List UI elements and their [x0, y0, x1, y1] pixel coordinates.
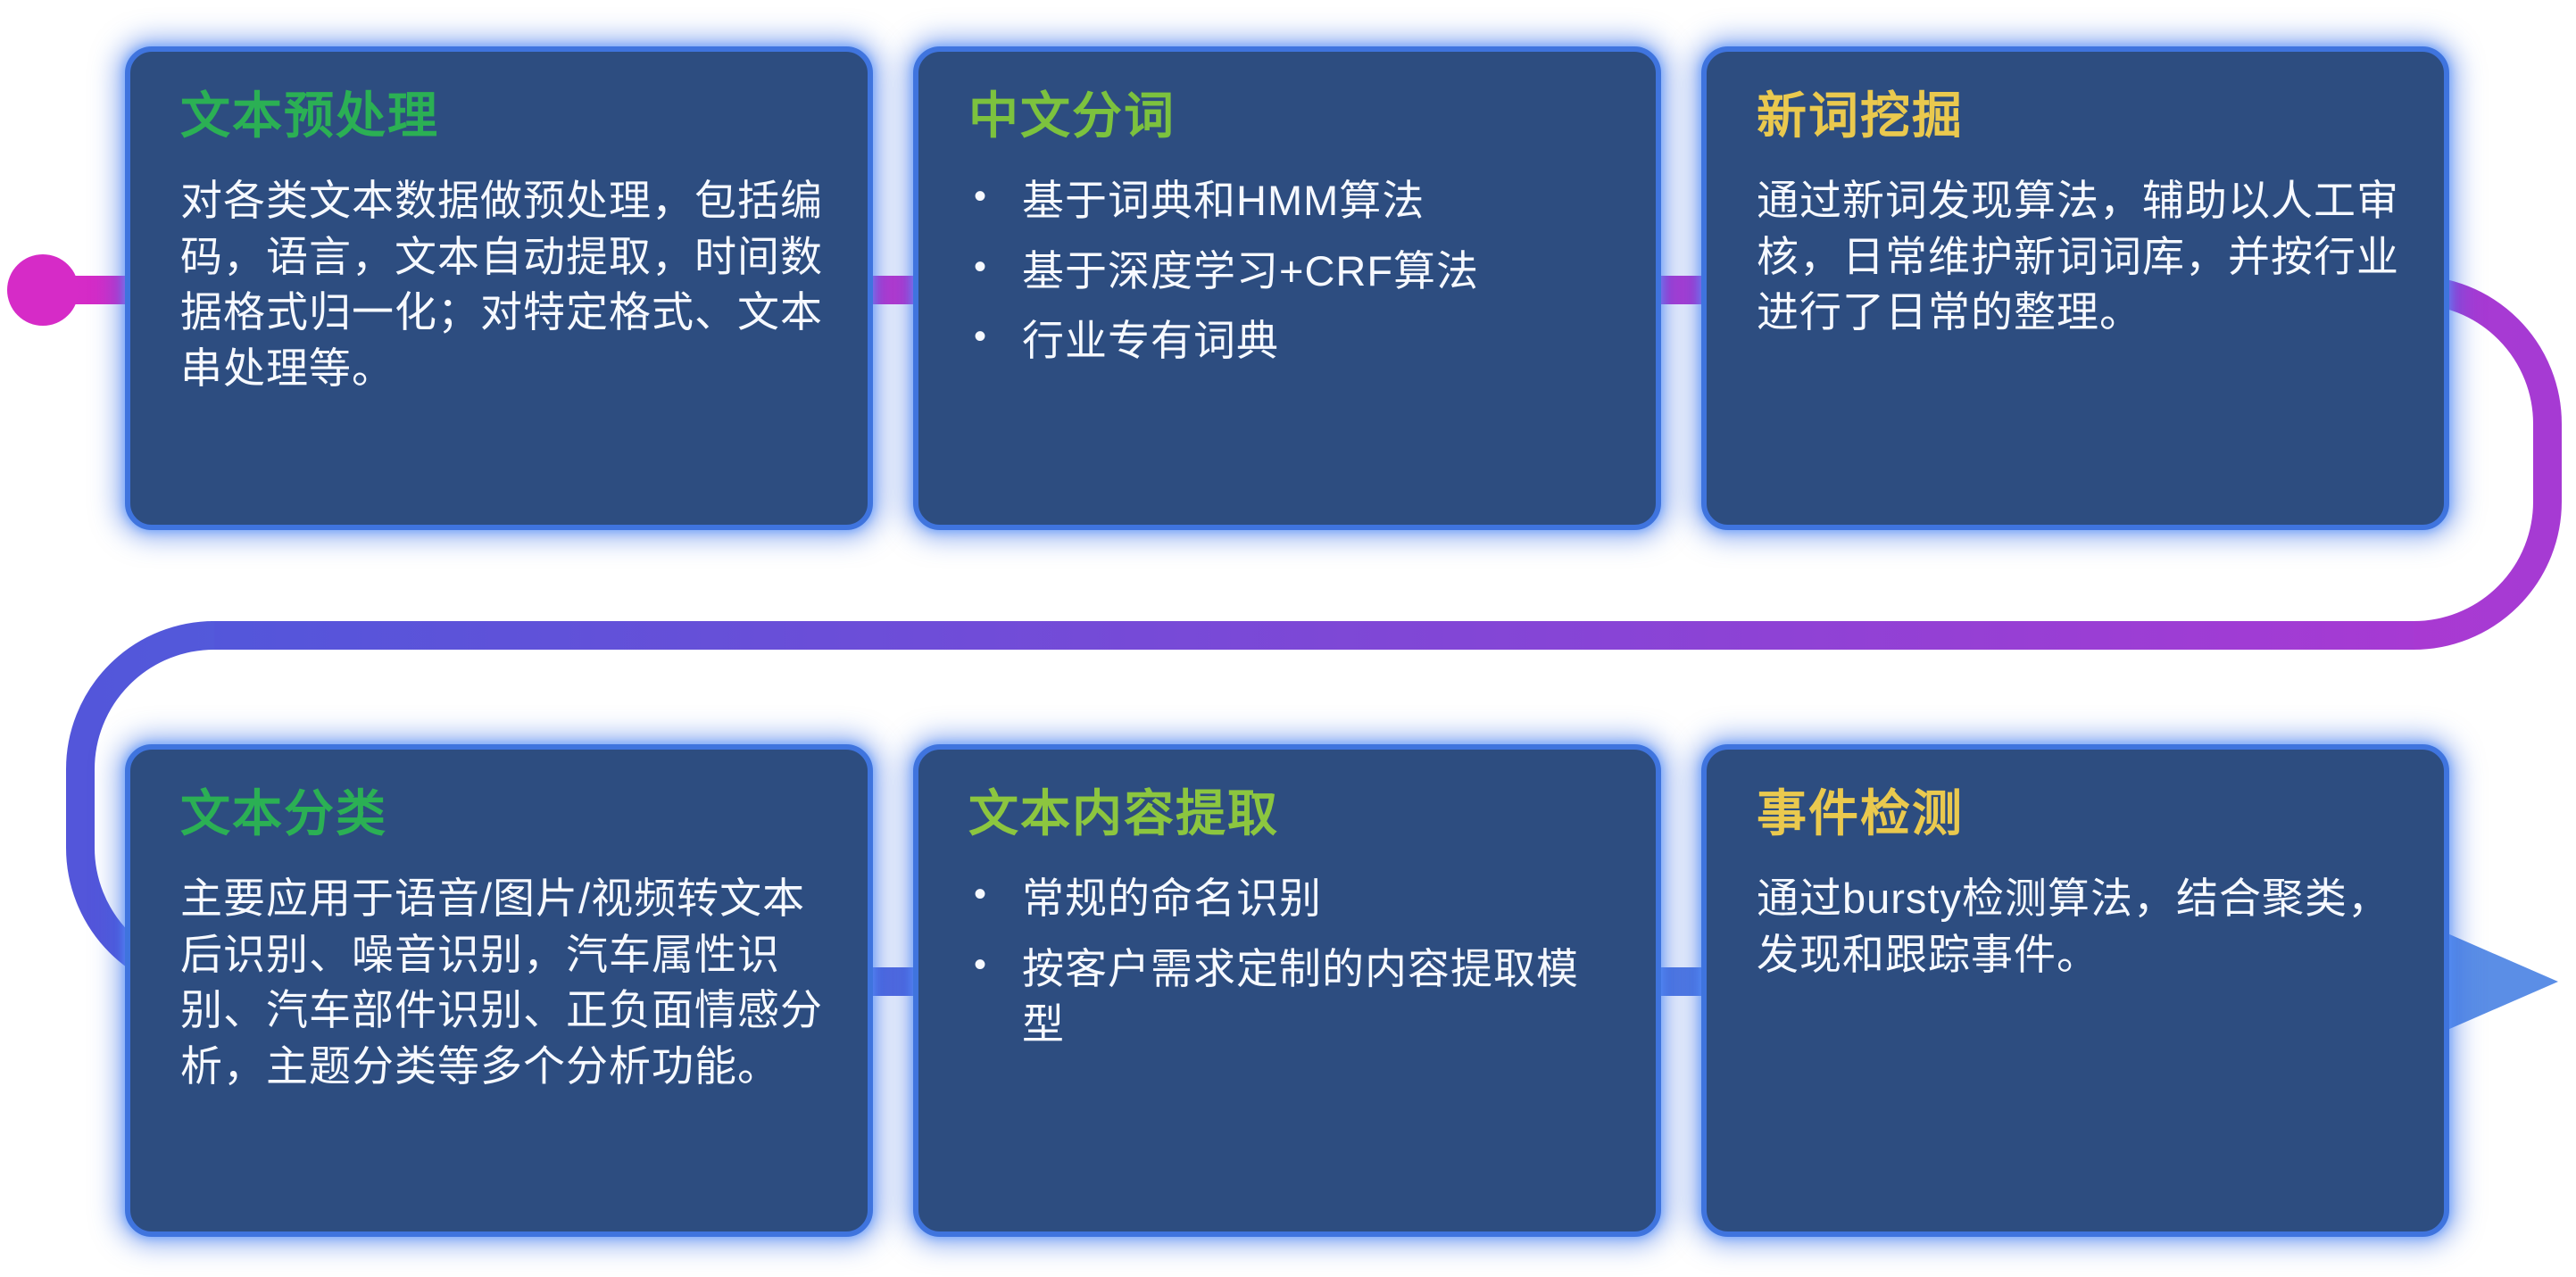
card-text-classification: 文本分类 主要应用于语音/图片/视频转文本后识别、噪音识别，汽车属性识别、汽车部…	[125, 744, 873, 1237]
card-title: 文本内容提取	[968, 785, 1279, 842]
flow-arrow-icon	[2447, 933, 2558, 1030]
bullet-item: 基于深度学习+CRF算法	[968, 244, 1620, 300]
card-body: 对各类文本数据做预处理，包括编码，语言，文本自动提取，时间数据格式归一化；对特定…	[180, 177, 823, 392]
card-body: 通过bursty检测算法，结合聚类，发现和跟踪事件。	[1757, 875, 2390, 978]
bullet-item: 基于词典和HMM算法	[968, 173, 1620, 229]
card-body: 通过新词发现算法，辅助以人工审核，日常维护新词词库，并按行业进行了日常的整理。	[1757, 177, 2399, 336]
card-title: 中文分词	[968, 87, 1176, 144]
card-title: 文本分类	[180, 785, 387, 842]
card-bullet-list: 常规的命名识别 按客户需求定制的内容提取模型	[968, 871, 1620, 1053]
card-chinese-word-segmentation: 中文分词 基于词典和HMM算法 基于深度学习+CRF算法 行业专有词典	[913, 46, 1661, 530]
flow-segment-top	[43, 276, 2562, 650]
card-title: 事件检测	[1757, 785, 1964, 842]
bullet-item: 按客户需求定制的内容提取模型	[968, 941, 1620, 1053]
bullet-item: 行业专有词典	[968, 313, 1620, 369]
card-title: 文本预处理	[180, 87, 439, 144]
card-text-content-extraction: 文本内容提取 常规的命名识别 按客户需求定制的内容提取模型	[913, 744, 1661, 1237]
card-event-detection: 事件检测 通过bursty检测算法，结合聚类，发现和跟踪事件。	[1701, 744, 2449, 1237]
card-text-preprocessing: 文本预处理 对各类文本数据做预处理，包括编码，语言，文本自动提取，时间数据格式归…	[125, 46, 873, 530]
card-bullet-list: 基于词典和HMM算法 基于深度学习+CRF算法 行业专有词典	[968, 173, 1620, 369]
bullet-item: 常规的命名识别	[968, 871, 1620, 927]
flow-start-dot	[7, 254, 79, 326]
card-title: 新词挖掘	[1757, 87, 1964, 144]
card-new-word-mining: 新词挖掘 通过新词发现算法，辅助以人工审核，日常维护新词词库，并按行业进行了日常…	[1701, 46, 2449, 530]
card-body: 主要应用于语音/图片/视频转文本后识别、噪音识别，汽车属性识别、汽车部件识别、正…	[180, 875, 823, 1090]
